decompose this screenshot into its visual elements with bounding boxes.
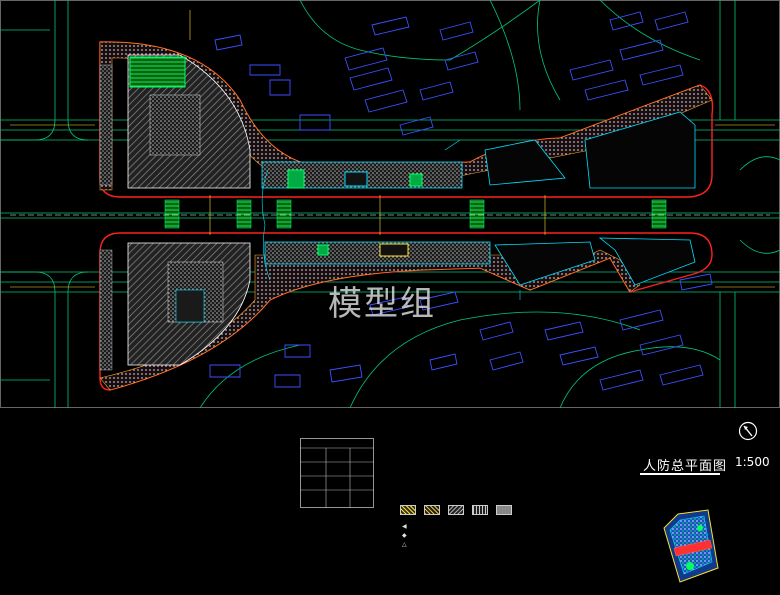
marker-legend: ◀ ◆ △ <box>402 522 407 549</box>
north-west-strip <box>99 64 113 186</box>
legend-table <box>300 438 374 508</box>
road-crosswalks <box>164 199 667 229</box>
diamond-icon: ◆ <box>402 532 407 539</box>
south-west-strip <box>99 249 113 371</box>
north-east-pavilion <box>484 139 566 186</box>
north-green-roof <box>129 56 186 88</box>
north-blue-block <box>344 171 368 187</box>
north-green-court <box>287 169 305 189</box>
title-underline <box>640 473 720 475</box>
triangle-up-icon: △ <box>402 541 407 548</box>
site-plan-drawing <box>0 0 780 408</box>
south-building-inner <box>175 289 205 323</box>
north-arrow-icon <box>738 421 758 441</box>
north-east-building <box>584 111 696 189</box>
dimension-marks <box>10 10 775 288</box>
south-yellow-block <box>379 243 409 257</box>
swatch-solid-grey <box>496 505 512 515</box>
cyan-leaders <box>261 139 521 300</box>
south-east-pavilion <box>494 241 596 286</box>
north-building-core <box>149 94 201 156</box>
south-east-building <box>598 237 696 286</box>
swatch-hatch-yellow <box>400 505 416 515</box>
triangle-left-icon: ◀ <box>402 523 407 530</box>
swatch-hatch-vertical <box>472 505 488 515</box>
watermark-text: 模型组 <box>328 284 436 324</box>
swatch-hatch-grey <box>448 505 464 515</box>
drawing-scale: 1:500 <box>735 455 770 469</box>
residential-blocks <box>209 11 713 391</box>
swatch-hatch-orange <box>424 505 440 515</box>
key-plan-thumbnail <box>663 509 719 583</box>
drawing-title: 人防总平面图 <box>643 459 728 474</box>
south-green-block <box>317 244 329 256</box>
south-commercial-strip <box>264 241 491 265</box>
north-green-block <box>409 173 423 187</box>
